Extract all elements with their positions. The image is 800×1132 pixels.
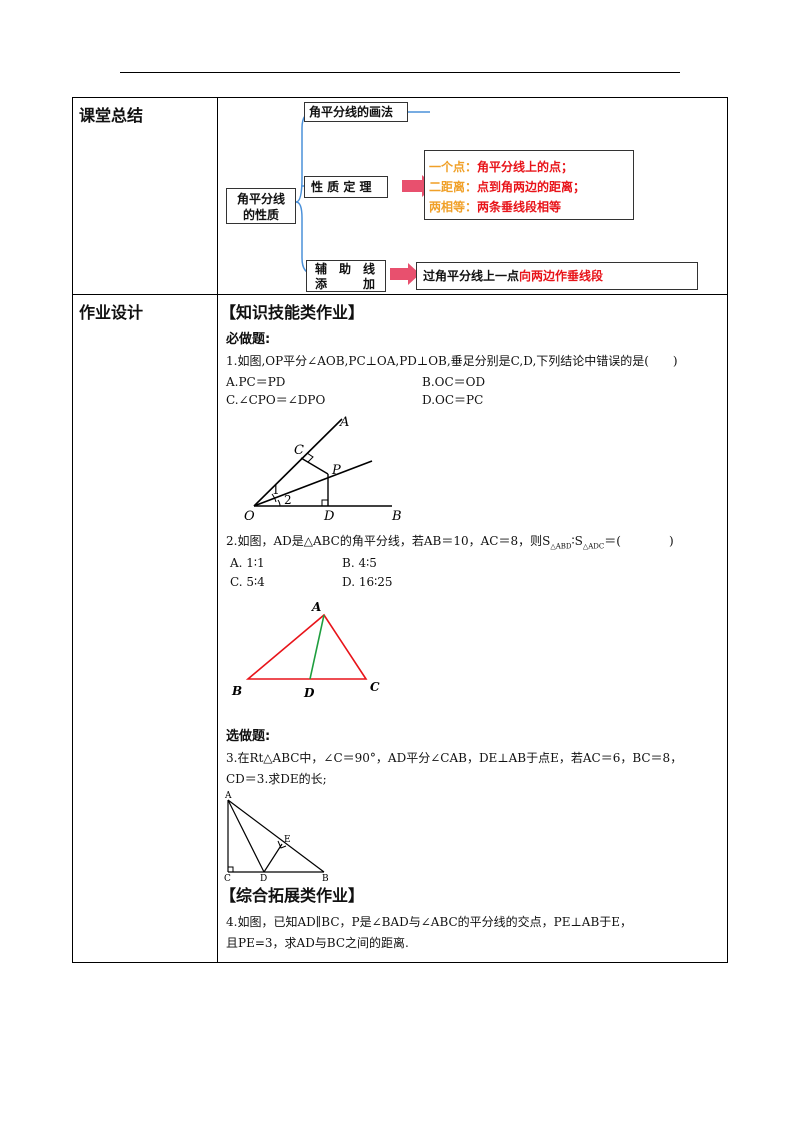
svg-text:B: B [322, 874, 329, 882]
design-row: 作业设计 【知识技能类作业】 必做题: 1.如图,OP平分∠AOB,PC⊥OA,… [72, 293, 728, 964]
svg-text:B: B [391, 509, 402, 524]
question-1: 1.如图,OP平分∠AOB,PC⊥OA,PD⊥OB,垂足分别是C,D,下列结论中… [226, 353, 678, 368]
theorem-points: 一个点：角平分线上的点； 二距离：点到角两边的距离； 两相等：两条垂线段相等 [424, 150, 634, 220]
svg-text:D: D [260, 874, 267, 882]
drawing-method-node: 角平分线的画法 [304, 102, 408, 122]
section-knowledge: 【知识技能类作业】 [220, 303, 365, 322]
homework-content: 【知识技能类作业】 必做题: 1.如图,OP平分∠AOB,PC⊥OA,PD⊥OB… [218, 295, 727, 962]
point-3: 两相等：两条垂线段相等 [429, 200, 562, 214]
header-rule [120, 72, 680, 73]
required-heading: 必做题: [226, 331, 271, 347]
svg-text:D: D [323, 509, 335, 524]
svg-text:B: B [231, 684, 242, 698]
summary-cell: 角平分线 的性质 角平分线的画法 性 质 定 理 一个点：角平分线上的点； 二距… [217, 97, 728, 295]
svg-text:D: D [303, 686, 315, 700]
svg-text:C: C [370, 680, 380, 694]
summary-label: 课堂总结 [72, 97, 218, 295]
aux-line-node: 辅 助 线 添 加 [306, 260, 386, 292]
svg-text:A: A [339, 416, 349, 430]
svg-text:A: A [311, 600, 321, 614]
figure-2: A B C D [231, 600, 380, 700]
center-node: 角平分线 的性质 [226, 188, 296, 224]
question-3-line2: CD＝3.求DE的长; [226, 771, 327, 786]
summary-row: 课堂总结 角平分线 的性质 角平分线的画法 性 质 定 理 一个点：角平分线上的… [72, 97, 728, 295]
svg-text:E: E [284, 835, 291, 845]
svg-text:1: 1 [272, 483, 280, 497]
question-4-line1: 4.如图，已知AD∥BC，P是∠BAD与∠ABC的平分线的交点，PE⊥AB于E， [226, 915, 633, 930]
question-4-line2: 且PE=3，求AD与BC之间的距离. [226, 935, 409, 950]
svg-text:C: C [294, 443, 304, 458]
q1-options-row2: C.∠CPO＝∠DPO D.OC＝PC [226, 393, 484, 408]
svg-text:P: P [331, 463, 341, 478]
theorem-node: 性 质 定 理 [304, 176, 388, 198]
question-2: 2.如图，AD是△ABC的角平分线，若AB＝10，AC＝8，则S△ABD∶S△A… [226, 533, 674, 551]
point-2: 二距离：点到角两边的距离； [429, 180, 586, 194]
point-1: 一个点：角平分线上的点； [429, 160, 574, 174]
svg-text:C: C [224, 874, 231, 882]
optional-heading: 选做题: [226, 729, 271, 745]
figure-3: A B C D E [224, 791, 329, 882]
svg-text:A: A [224, 791, 232, 801]
section-extension: 【综合拓展类作业】 [220, 886, 365, 906]
mind-map: 角平分线 的性质 角平分线的画法 性 质 定 理 一个点：角平分线上的点； 二距… [218, 98, 727, 294]
lesson-table: 课堂总结 角平分线 的性质 角平分线的画法 性 质 定 理 一个点：角平分线上的… [72, 97, 728, 964]
question-3-line1: 3.在Rt△ABC中，∠C＝90°，AD平分∠CAB，DE⊥AB于点E，若AC＝… [226, 751, 683, 766]
design-cell: 【知识技能类作业】 必做题: 1.如图,OP平分∠AOB,PC⊥OA,PD⊥OB… [217, 293, 728, 964]
q1-options-row1: A.PC＝PD B.OC＝OD [226, 374, 486, 389]
design-label: 作业设计 [72, 293, 218, 964]
q2-options-row2: C. 5∶4 D. 16∶25 [230, 574, 393, 589]
aux-line-method: 过角平分线上一点向两边作垂线段 [416, 262, 698, 290]
figure-1: A B C D O P 1 2 [244, 416, 402, 524]
svg-text:O: O [244, 509, 255, 524]
svg-text:2: 2 [284, 493, 292, 507]
arrow-to-aux [390, 263, 420, 285]
q2-options-row1: A. 1∶1 B. 4∶5 [230, 555, 377, 570]
